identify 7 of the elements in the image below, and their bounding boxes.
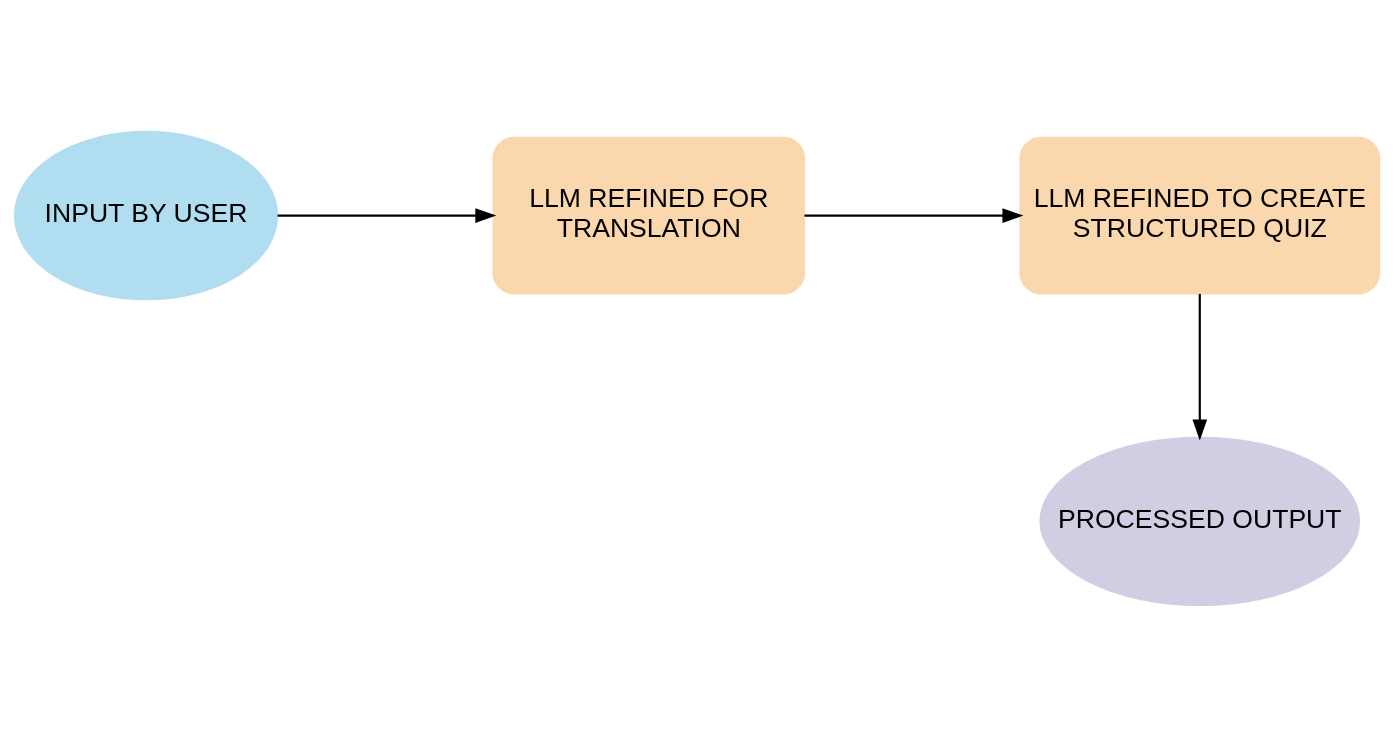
arrow: [804, 207, 1024, 223]
arrow: [1192, 293, 1208, 440]
node-ellipse: PROCESSED OUTPUT: [1039, 436, 1361, 606]
arrow: [277, 207, 497, 223]
node-box: LLM REFINED FOR TRANSLATION: [492, 136, 806, 295]
node-box: LLM REFINED TO CREATE STRUCTURED QUIZ: [1019, 136, 1381, 295]
node-ellipse: INPUT BY USER: [13, 130, 279, 300]
